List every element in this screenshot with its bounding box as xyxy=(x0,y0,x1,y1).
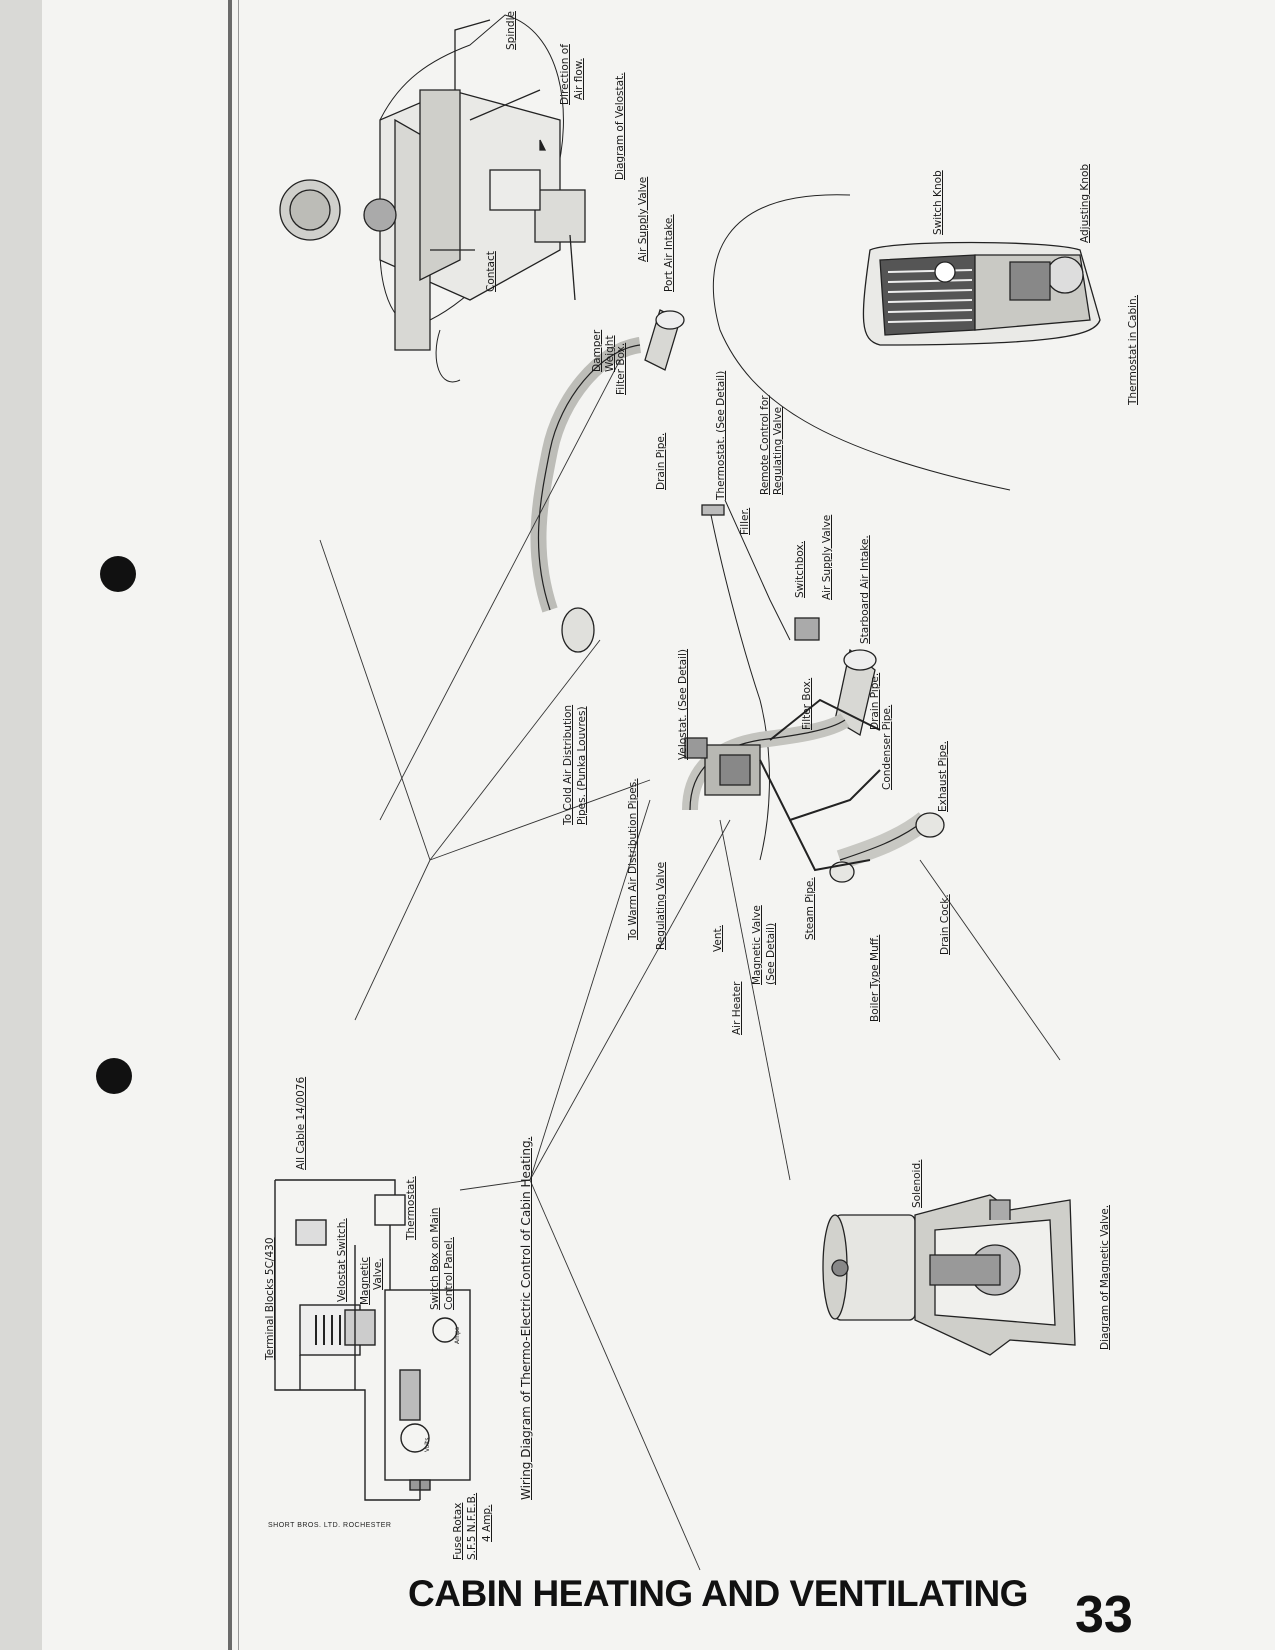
label-magnetic-valve-2: (See Detail) xyxy=(765,922,777,985)
label-magnetic-2: Valve. xyxy=(372,1258,384,1290)
label-volts: Volts xyxy=(424,1437,431,1452)
label-boiler-type-muff: Boiler Type Muff. xyxy=(869,934,881,1022)
label-switch-box-2: Control Panel. xyxy=(443,1237,455,1310)
punch-hole-bottom xyxy=(96,1058,132,1094)
caption-velostat: Diagram of Velostat. xyxy=(614,72,626,180)
label-drain-cock: Drain Cock. xyxy=(939,894,951,955)
label-switch-knob: Switch Knob xyxy=(932,170,944,235)
label-contact: Contact xyxy=(485,251,497,292)
label-damper-2: Weight xyxy=(604,335,616,372)
maker-mark: SHORT BROS. LTD. ROCHESTER xyxy=(268,1522,392,1529)
label-filter-box-stbd: Filter Box. xyxy=(801,677,813,730)
heating-system-diagram xyxy=(319,309,1061,1571)
caption-magnetic-valve: Diagram of Magnetic Valve. xyxy=(1099,1204,1111,1350)
label-vent: Vent. xyxy=(712,925,724,952)
label-damper-1: Damper xyxy=(591,329,603,372)
caption-thermostat-cabin: Thermostat in Cabin. xyxy=(1127,294,1139,405)
label-spindle: Spindle xyxy=(505,11,517,50)
label-velostat-detail: Velostat. (See Detail) xyxy=(677,648,689,760)
label-adjusting-knob: Adjusting Knob xyxy=(1079,163,1091,243)
label-air-supply-valve-port: Air Supply Valve xyxy=(637,176,649,262)
label-velostat-switch: Velostat Switch. xyxy=(336,1218,348,1302)
label-terminal-blocks: Terminal Blocks 5C/430 xyxy=(264,1237,276,1360)
label-cold-air-1: To Cold Air Distribution xyxy=(562,704,574,825)
label-fuse-1: Fuse Rotax xyxy=(452,1502,464,1560)
label-regulating-valve: Regulating Valve xyxy=(655,861,667,950)
label-warm-air: To Warm Air Distribution Pipes. xyxy=(627,778,639,940)
caption-wiring-diagram: Wiring Diagram of Thermo-Electric Contro… xyxy=(519,1136,533,1500)
velostat-diagram xyxy=(279,14,586,351)
magnetic-valve-diagram xyxy=(822,1194,1076,1356)
label-solenoid: Solenoid. xyxy=(911,1159,923,1208)
label-air-supply-valve-stbd: Air Supply Valve xyxy=(821,514,833,600)
label-thermostat-detail: Thermostat. (See Detail) xyxy=(715,370,727,500)
label-magnetic-1: Magnetic xyxy=(359,1256,371,1305)
label-port-air-intake: Port Air Intake. xyxy=(663,214,675,292)
label-air-flow-2: Air flow. xyxy=(573,58,585,100)
label-remote-control-2: Regulating Valve xyxy=(772,406,784,495)
page-number: 33 xyxy=(1075,1586,1133,1644)
binder-edge xyxy=(228,0,232,1650)
label-amps: Amps xyxy=(454,1327,461,1344)
label-drain-pipe-stbd: Drain Pipe. xyxy=(869,672,881,730)
punch-hole-top xyxy=(100,556,136,592)
label-switchbox: Switchbox. xyxy=(794,540,806,598)
label-air-flow-1: Direction of xyxy=(559,44,571,105)
label-all-cable: All Cable 14/0076 xyxy=(295,1076,307,1170)
label-air-heater: Air Heater xyxy=(731,981,743,1035)
label-filler: Filler. xyxy=(739,507,751,535)
label-switch-box-1: Switch Box on Main xyxy=(429,1207,441,1310)
label-condenser-pipe: Condenser Pipe. xyxy=(881,704,893,790)
wiring-diagram xyxy=(274,1179,471,1501)
binder-strip xyxy=(0,0,42,1650)
label-remote-control-1: Remote Control for xyxy=(759,395,771,495)
label-exhaust-pipe: Exhaust Pipe. xyxy=(937,741,949,812)
label-starboard-air-intake: Starboard Air Intake. xyxy=(859,535,871,644)
page-title: CABIN HEATING AND VENTILATING xyxy=(408,1573,1028,1614)
label-magnetic-valve-1: Magnetic Valve xyxy=(751,905,763,985)
label-fuse-3: 4 Amp. xyxy=(481,1504,493,1542)
cabin-thermostat-diagram xyxy=(862,241,1101,346)
label-drain-pipe-port: Drain Pipe. xyxy=(655,432,667,490)
label-cold-air-2: Pipes. (Punka Louvres) xyxy=(576,706,588,825)
binder-edge-line xyxy=(238,0,239,1650)
label-steam-pipe: Steam Pipe. xyxy=(804,877,816,940)
label-filter-box-port: Filter Box. xyxy=(615,342,627,395)
label-thermostat-wiring: Thermostat. xyxy=(405,1176,417,1240)
label-fuse-2: S.F.5 N.F.E.B. xyxy=(466,1492,478,1560)
